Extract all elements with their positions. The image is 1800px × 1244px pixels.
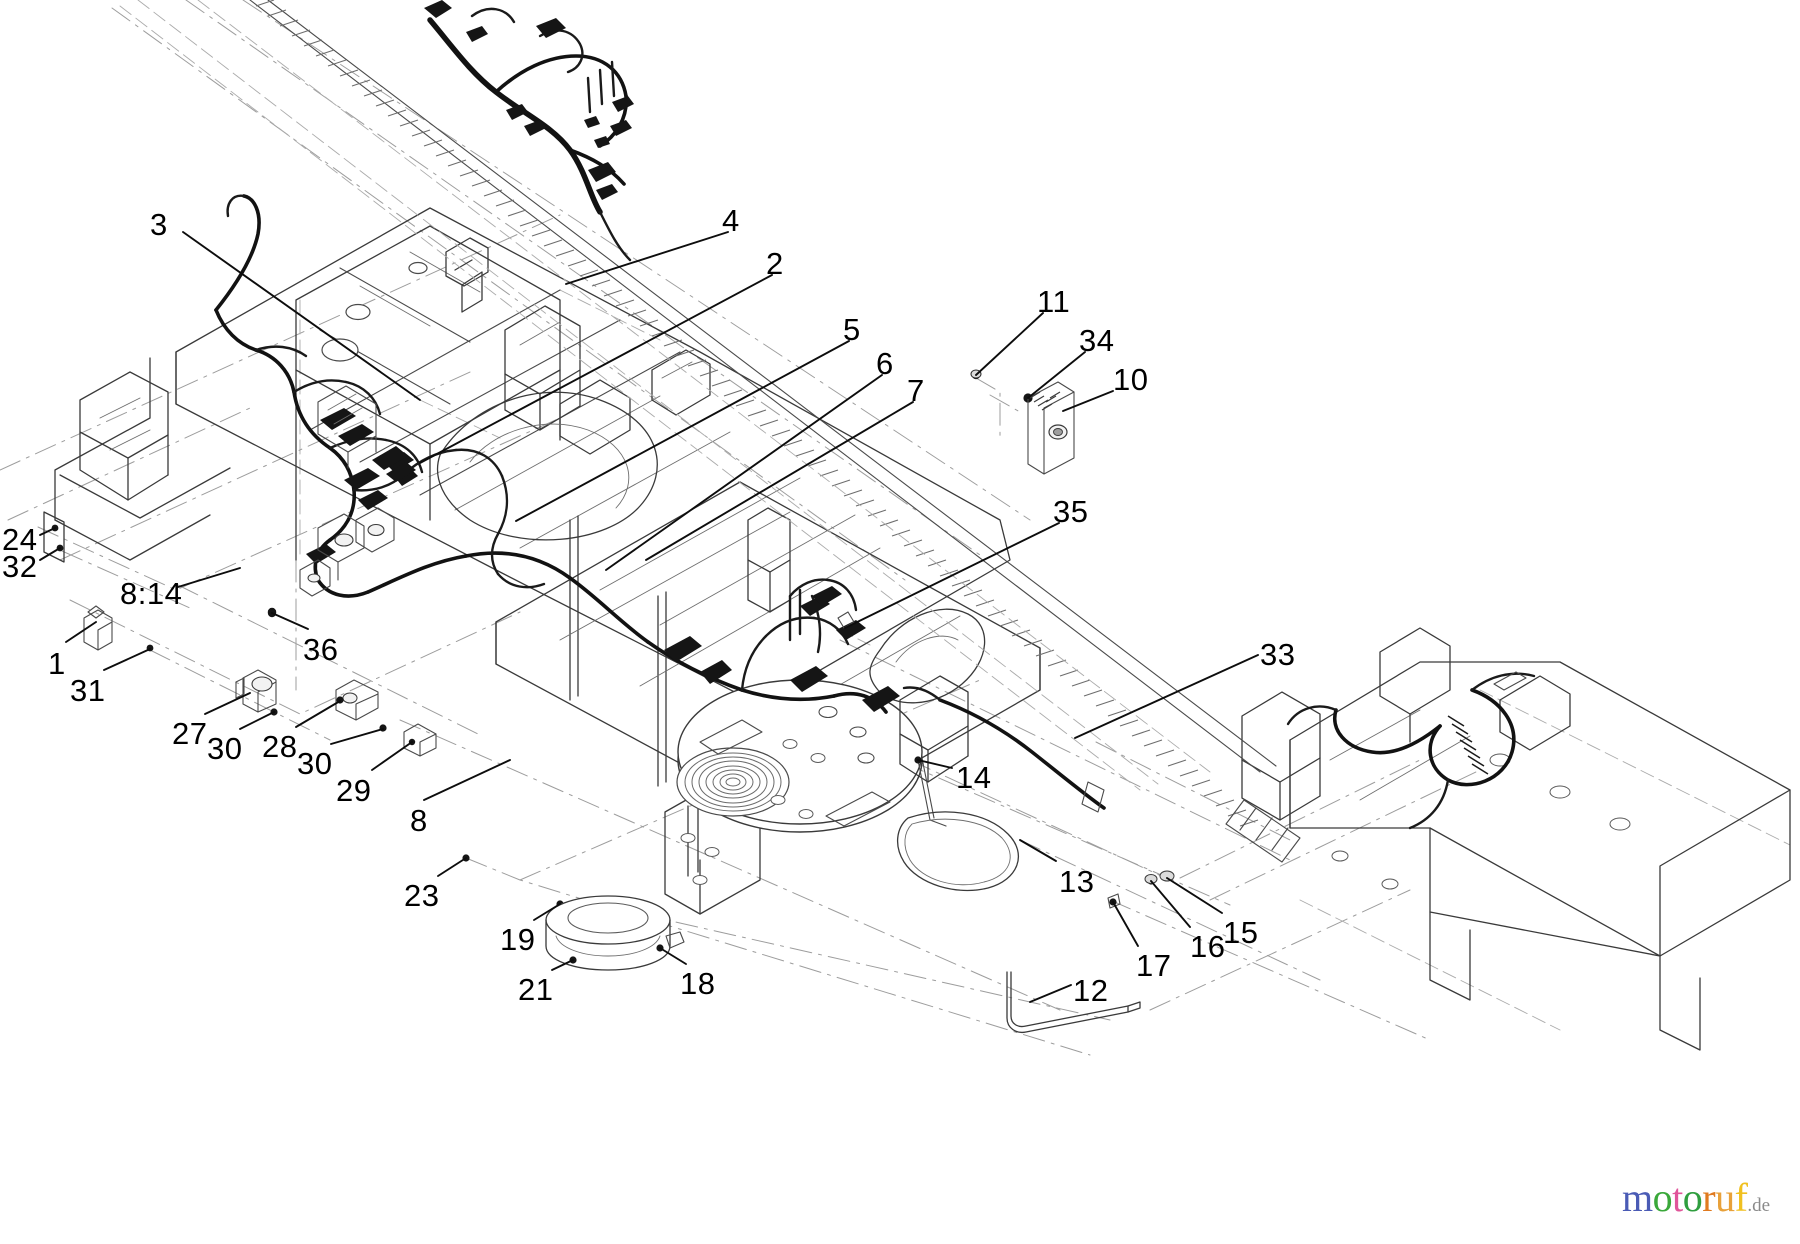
callout-label-7: 7 xyxy=(907,373,925,408)
callout-label-17: 17 xyxy=(1136,948,1172,983)
right-frame-assembly xyxy=(1241,627,1791,1051)
callout-label-30: 30 xyxy=(207,731,243,766)
watermark-letter: t xyxy=(1672,1175,1683,1220)
callout-label-33: 33 xyxy=(1260,637,1296,672)
callout-label-18: 18 xyxy=(680,966,716,1001)
deck-wire-harness xyxy=(214,194,900,714)
leader-line-28 xyxy=(295,700,341,728)
coiled-conduit xyxy=(119,0,1301,863)
leader-line-3 xyxy=(182,231,421,401)
callout-label-31: 31 xyxy=(70,673,106,708)
callout-label-14: 14 xyxy=(956,760,992,795)
watermark-letter: m xyxy=(1622,1175,1653,1220)
leader-line-32 xyxy=(39,547,61,561)
motoruf-watermark: motoruf.de xyxy=(1622,1178,1770,1218)
leader-line-11 xyxy=(975,312,1044,376)
callout-label-6: 6 xyxy=(876,346,894,381)
callout-label-21: 21 xyxy=(518,972,554,1007)
callout-label-1: 1 xyxy=(48,646,66,681)
watermark-letter: o xyxy=(1682,1175,1703,1220)
leader-line-6 xyxy=(605,374,883,571)
callout-label-13: 13 xyxy=(1059,864,1095,899)
leader-line-10 xyxy=(1062,390,1114,412)
callout-label-19: 19 xyxy=(500,922,536,957)
leader-line-35 xyxy=(844,522,1060,629)
main-wire-harness xyxy=(424,0,634,262)
projection-lines xyxy=(0,0,1791,1056)
leader-line-27 xyxy=(204,692,251,715)
callout-label-35: 35 xyxy=(1053,494,1089,529)
callout-label-16: 16 xyxy=(1190,929,1226,964)
leader-line-15 xyxy=(1166,877,1223,914)
leader-line-17 xyxy=(1112,901,1139,947)
callout-label-34: 34 xyxy=(1079,323,1115,358)
callout-label-15: 15 xyxy=(1223,915,1259,950)
callout-label-32: 32 xyxy=(2,549,38,584)
leader-line-30 xyxy=(239,711,275,730)
leader-line-33 xyxy=(1074,654,1259,739)
callout-label-11: 11 xyxy=(1037,284,1071,319)
leader-line-16 xyxy=(1150,880,1191,928)
watermark-letter: o xyxy=(1652,1175,1673,1220)
callout-label-29: 29 xyxy=(336,773,372,808)
leader-line-19 xyxy=(533,903,561,921)
callout-label-24: 24 xyxy=(2,522,38,557)
callout-label-8: 8 xyxy=(410,803,428,838)
watermark-letter: u xyxy=(1715,1175,1735,1220)
leader-line-18 xyxy=(659,947,687,965)
leader-line-29 xyxy=(371,741,413,771)
callout-leader-lines xyxy=(39,231,1259,1003)
leader-line-24 xyxy=(39,527,56,536)
leader-line-21 xyxy=(551,959,574,971)
callout-label-3: 3 xyxy=(150,207,168,242)
callout-label-23: 23 xyxy=(404,878,440,913)
leader-line-14 xyxy=(917,759,953,769)
leader-line-1 xyxy=(65,621,97,643)
leader-line-36 xyxy=(271,612,309,630)
callout-label-12: 12 xyxy=(1073,973,1109,1008)
leader-line-30 xyxy=(330,728,384,745)
leader-line-8 xyxy=(423,759,511,801)
leader-line-23 xyxy=(437,857,467,877)
callout-label-8-14: 8:14 xyxy=(120,576,183,611)
leader-line-5 xyxy=(515,340,850,522)
callout-label-4: 4 xyxy=(722,203,740,238)
watermark-letter: f xyxy=(1734,1175,1748,1220)
callout-label-10: 10 xyxy=(1113,362,1149,397)
leader-line-34 xyxy=(1027,351,1086,399)
leader-line-2 xyxy=(419,274,773,464)
watermark-suffix: .de xyxy=(1747,1195,1771,1216)
leader-line-12 xyxy=(1029,984,1072,1003)
callout-label-5: 5 xyxy=(843,312,861,347)
watermark-letter: r xyxy=(1702,1175,1716,1220)
leader-line-4 xyxy=(565,231,729,285)
callout-label-27: 27 xyxy=(172,716,208,751)
callout-label-2: 2 xyxy=(766,246,784,281)
leader-line-31 xyxy=(103,648,151,671)
callout-label-30: 30 xyxy=(297,746,333,781)
callout-label-36: 36 xyxy=(303,632,339,667)
leader-line-7 xyxy=(645,401,914,561)
small-components xyxy=(51,369,1175,1034)
leader-line-13 xyxy=(1019,839,1057,862)
leader-line-8-14 xyxy=(177,567,241,588)
callout-label-28: 28 xyxy=(262,729,298,764)
